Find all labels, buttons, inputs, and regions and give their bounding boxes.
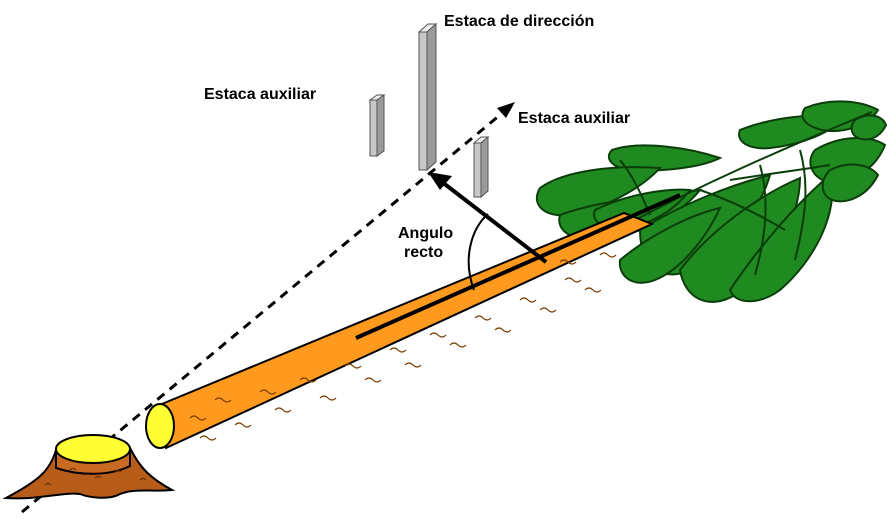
aux-stake-left xyxy=(368,94,386,157)
label-aux-stake-left: Estaca auxiliar xyxy=(204,86,316,103)
tree-crown xyxy=(535,100,888,303)
aux-stake-right xyxy=(472,135,490,199)
label-right-angle-line1: Angulo xyxy=(398,225,453,242)
perpendicular-arrow xyxy=(440,180,548,264)
log-axis-line xyxy=(355,193,681,340)
label-aux-stake-right: Estaca auxiliar xyxy=(518,110,630,127)
felling-direction-arrowhead xyxy=(497,102,515,118)
stump-cut-face xyxy=(55,434,131,464)
log-cut-face xyxy=(145,403,175,449)
log-bark-texture xyxy=(189,252,617,441)
label-direction-stake: Estaca de dirección xyxy=(444,13,594,30)
label-right-angle-line2: recto xyxy=(404,244,443,261)
log xyxy=(145,211,655,450)
right-angle-arc xyxy=(467,213,489,291)
perpendicular-arrowhead xyxy=(428,172,452,190)
stump xyxy=(2,434,176,500)
direction-stake xyxy=(417,22,438,172)
tree-branches xyxy=(619,111,873,276)
